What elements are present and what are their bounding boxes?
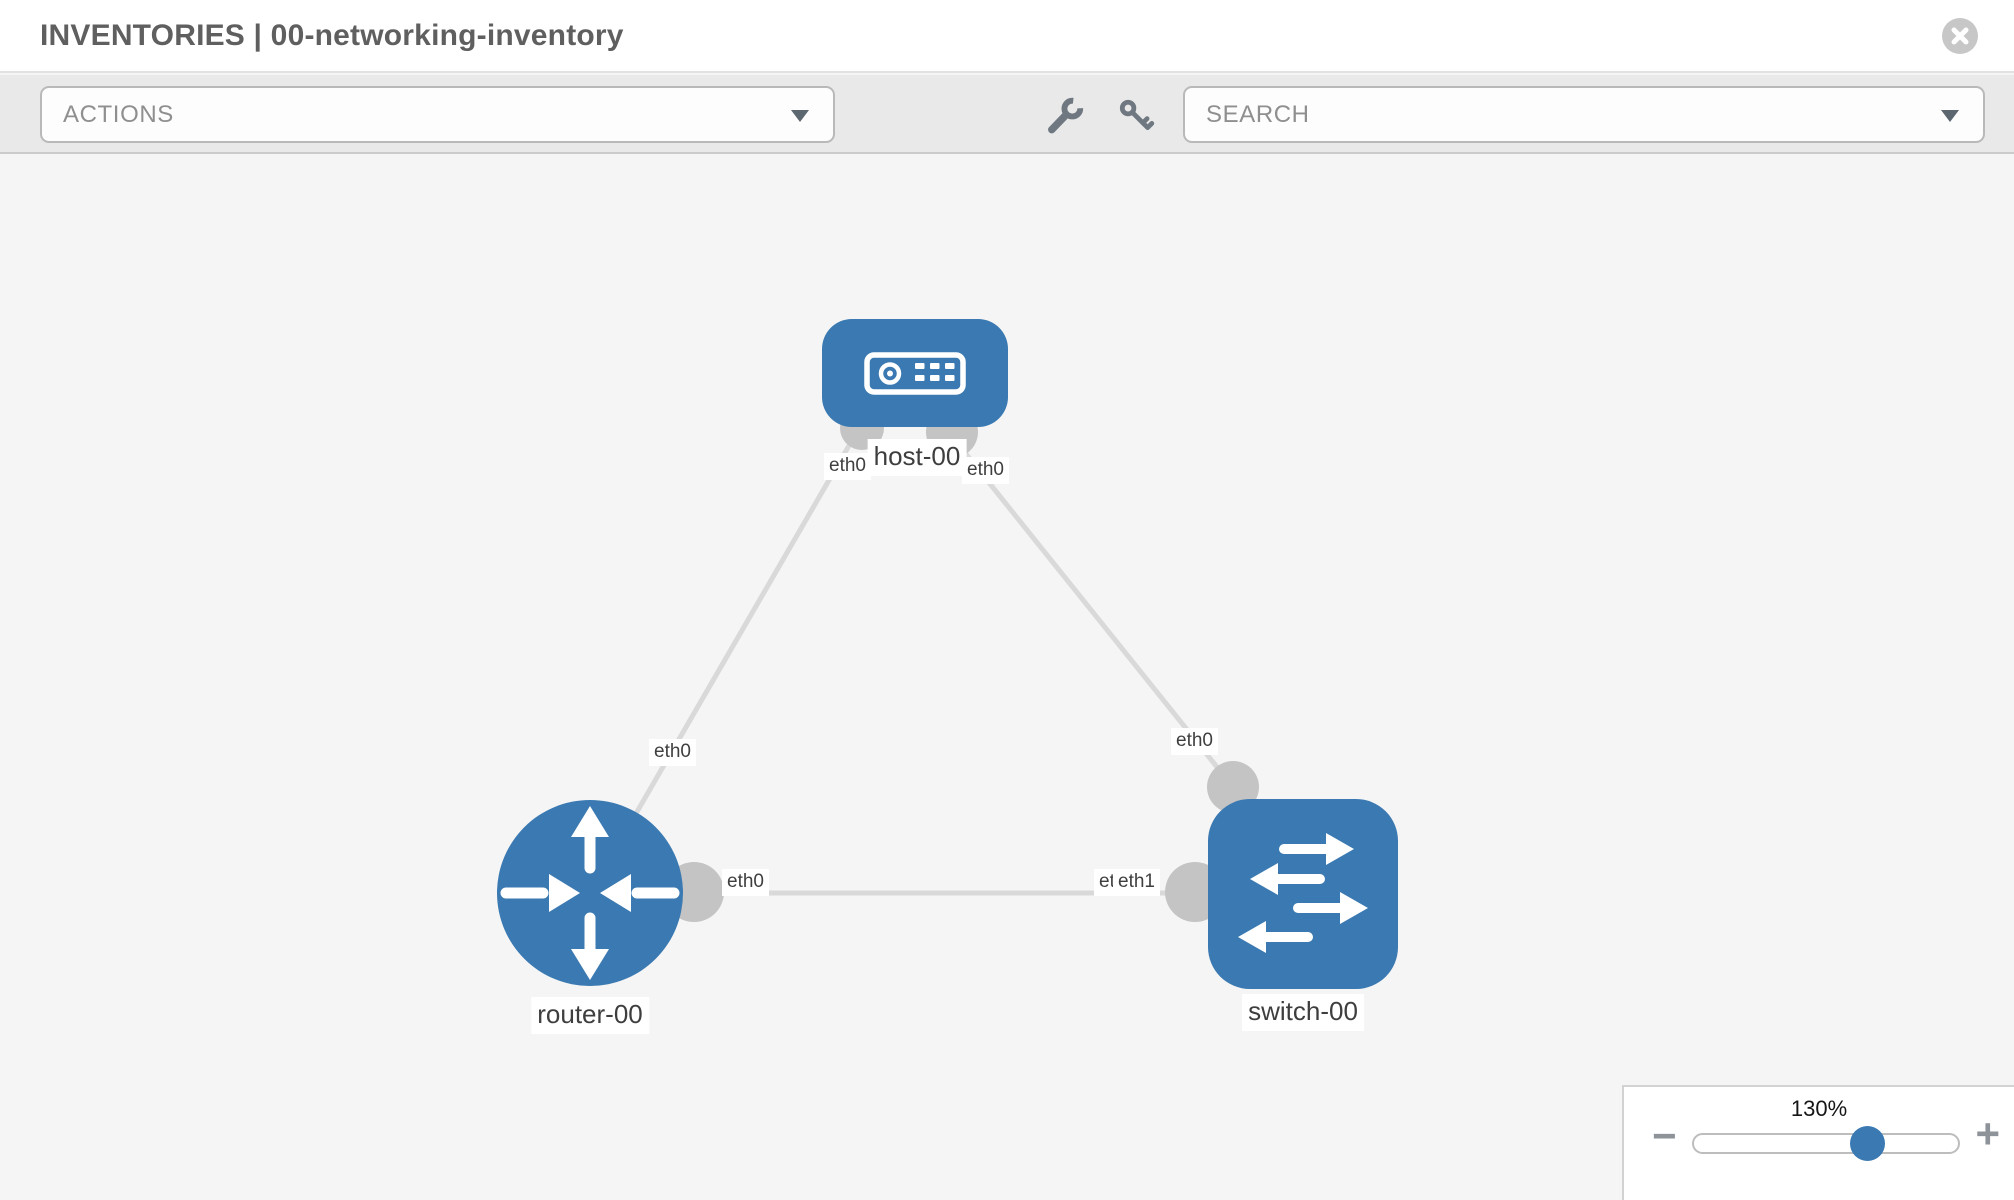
node-label-host-00: host-00 [867, 439, 967, 476]
page-title: INVENTORIES | 00-networking-inventory [40, 19, 624, 52]
wrench-icon[interactable] [1047, 97, 1085, 135]
search-dropdown-label: SEARCH [1206, 101, 1310, 128]
switch-icon [1238, 833, 1368, 953]
topology-canvas[interactable]: eth0 host-00 eth0 eth0 eth0 eth0 eth0 et… [0, 156, 2014, 1200]
node-label-router-00: router-00 [531, 997, 649, 1034]
zoom-slider-handle[interactable] [1850, 1126, 1885, 1161]
iface-label-host-router-eth0: eth0 [649, 739, 696, 766]
node-host-00[interactable] [822, 319, 1008, 427]
chevron-down-icon [1941, 110, 1959, 122]
actions-dropdown[interactable]: ACTIONS [40, 86, 835, 143]
actions-dropdown-label: ACTIONS [63, 101, 174, 128]
zoom-slider-track[interactable] [1692, 1126, 1960, 1161]
iface-label-router-switch-eth0: eth0 [722, 869, 769, 896]
node-switch-00[interactable] [1208, 799, 1398, 989]
chevron-down-icon [791, 110, 809, 122]
iface-label-router-switch-eth1: eth1 [1113, 869, 1160, 896]
toolbar: ACTIONS SEARCH [0, 75, 2014, 154]
close-icon [1951, 27, 1969, 45]
iface-label-host-eth0-left: eth0 [824, 453, 871, 480]
zoom-out-button[interactable]: − [1652, 1112, 1677, 1159]
host-icon [864, 352, 966, 395]
node-router-00[interactable] [497, 800, 683, 986]
router-icon [500, 806, 680, 980]
zoom-level-value: 130% [1790, 1096, 1848, 1121]
zoom-control-panel: 130% − + [1622, 1085, 2014, 1200]
zoom-in-button[interactable]: + [1975, 1110, 2000, 1157]
iface-label-host-switch-eth0: eth0 [1171, 728, 1218, 755]
iface-label-host-eth0-right: eth0 [962, 457, 1009, 484]
node-label-switch-00: switch-00 [1242, 994, 1364, 1031]
key-icon[interactable] [1117, 97, 1155, 135]
close-button[interactable] [1942, 18, 1978, 54]
search-dropdown[interactable]: SEARCH [1183, 86, 1985, 143]
window-header: INVENTORIES | 00-networking-inventory [0, 0, 2014, 73]
